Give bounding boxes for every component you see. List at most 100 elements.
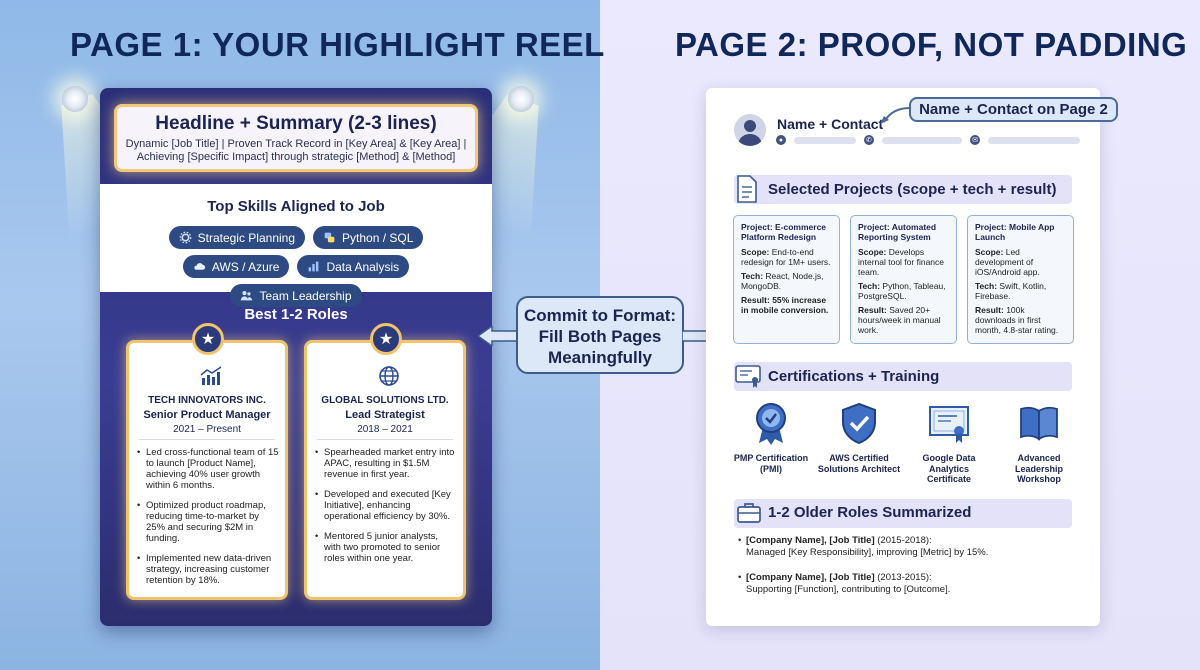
bar-chart-icon: [309, 261, 319, 272]
role-card: ★ GLOBAL SOLUTIONS LTD. Lead Strategist …: [304, 323, 466, 600]
globe-icon: [379, 366, 399, 386]
role-bullet: Led cross-functional team of 15 to launc…: [137, 447, 279, 491]
star-icon: ★: [192, 323, 224, 355]
briefcase-icon: [737, 503, 761, 523]
divider: [139, 439, 275, 440]
email-icon: ✉: [970, 135, 980, 145]
phone-icon: ✆: [864, 135, 874, 145]
role-years: 2021 – Present: [173, 424, 241, 435]
role-years: 2018 – 2021: [357, 424, 413, 435]
name-contact-callout: Name + Contact on Page 2: [909, 97, 1118, 122]
role-bullet: Implemented new data-driven strategy, in…: [137, 553, 279, 586]
certs-title: Certifications + Training: [768, 368, 940, 385]
project-result: Result: 100k downloads in first month, 4…: [975, 305, 1059, 335]
cloud-icon: [194, 263, 206, 270]
older-roles-title: 1-2 Older Roles Summarized: [768, 504, 972, 521]
role-card: ★ TECH INNOVATORS INC. Senior Product Ma…: [126, 323, 288, 600]
skill-label: Strategic Planning: [197, 230, 296, 245]
project-scope: Scope: Led development of iOS/Android ap…: [975, 247, 1040, 277]
project-scope: Scope: End-to-end redesign for 1M+ users…: [741, 247, 831, 267]
cert-label: Google Data Analytics Certificate: [922, 453, 976, 484]
contact-placeholder-bar: [988, 136, 1080, 144]
older-role-years: (2013-2015):: [877, 572, 932, 583]
role-title: Senior Product Manager: [143, 409, 271, 421]
cert-item: PMP Certification (PMI): [728, 401, 814, 474]
skill-chip: Team Leadership: [230, 284, 362, 307]
project-card: Project: E-commerce Platform Redesign Sc…: [733, 215, 840, 344]
project-tech: Tech: Swift, Kotlin, Firebase.: [975, 281, 1047, 301]
project-result: Result: 55% increase in mobile conversio…: [741, 295, 829, 315]
skill-label: Python / SQL: [342, 230, 414, 245]
older-role-head: [Company Name], [Job Title]: [746, 572, 875, 583]
commit-callout: Commit to Format: Fill Both Pages Meanin…: [516, 296, 684, 374]
avatar: [734, 114, 766, 146]
roles-title: Best 1-2 Roles: [244, 306, 348, 323]
cert-label: Advanced Leadership Workshop: [1014, 453, 1063, 484]
trend-chart-icon: [200, 366, 222, 385]
skill-label: AWS / Azure: [211, 259, 280, 274]
older-role-item: • [Company Name], [Job Title] (2013-2015…: [738, 572, 951, 595]
projects-section-bar: [734, 175, 1072, 204]
certificate-icon: [735, 365, 761, 388]
role-bullet: Spearheaded market entry into APAC, resu…: [315, 447, 457, 480]
headline-title: Headline + Summary (2-3 lines): [155, 113, 437, 134]
project-scope: Scope: Develops internal tool for financ…: [858, 247, 944, 277]
older-role-years: (2015-2018):: [877, 535, 932, 546]
project-result: Result: Saved 20+ hours/week in manual w…: [858, 305, 941, 335]
skill-label: Data Analysis: [326, 259, 400, 274]
older-role-text: Managed [Key Responsibility], improving …: [746, 547, 989, 558]
project-tech: Tech: React, Node.js, MongoDB.: [741, 271, 824, 291]
role-bullets: Led cross-functional team of 15 to launc…: [137, 447, 279, 595]
callout-arrow-icon: [880, 107, 911, 124]
role-bullet: Mentored 5 junior analysts, with two pro…: [315, 531, 457, 564]
project-title: Project: Mobile App Launch: [975, 222, 1055, 242]
older-role-text: Supporting [Function], contributing to […: [746, 584, 951, 595]
skills-section: Top Skills Aligned to Job Strategic Plan…: [100, 184, 492, 307]
skills-chips: Strategic Planning Python / SQL AWS / Az…: [100, 226, 492, 307]
certificate-icon: [929, 406, 969, 443]
project-title: Project: Automated Reporting System: [858, 222, 937, 242]
cert-label: PMP Certification (PMI): [733, 453, 809, 474]
location-icon: ●: [776, 135, 786, 145]
project-card: Project: Mobile App Launch Scope: Led de…: [967, 215, 1074, 344]
skills-title: Top Skills Aligned to Job: [207, 198, 385, 215]
project-card: Project: Automated Reporting System Scop…: [850, 215, 957, 344]
role-title: Lead Strategist: [345, 409, 425, 421]
contact-row: ● ✆ ✉: [776, 135, 1080, 145]
document-icon: [737, 175, 757, 203]
certs-section-bar: [734, 362, 1072, 391]
projects-title: Selected Projects (scope + tech + result…: [768, 181, 1057, 198]
gear-icon: [179, 231, 191, 244]
divider: [317, 439, 453, 440]
python-icon: [324, 232, 335, 243]
role-bullet: Optimized product roadmap, reducing time…: [137, 500, 279, 544]
page2-heading: PAGE 2: PROOF, NOT PADDING: [675, 26, 1188, 63]
cert-label: AWS Certified Solutions Architect: [817, 453, 901, 474]
star-icon: ★: [370, 323, 402, 355]
page1-heading: PAGE 1: YOUR HIGHLIGHT REEL: [70, 26, 605, 63]
people-icon: [241, 291, 253, 301]
spotlight-right-icon: [508, 86, 534, 112]
role-company: TECH INNOVATORS INC.: [148, 395, 266, 406]
page1-card: Headline + Summary (2-3 lines) Dynamic […: [100, 88, 492, 626]
headline-subtitle: Dynamic [Job Title] | Proven Track Recor…: [125, 138, 467, 163]
role-bullets: Spearheaded market entry into APAC, resu…: [315, 447, 457, 573]
contact-placeholder-bar: [794, 136, 856, 144]
older-role-item: • [Company Name], [Job Title] (2015-2018…: [738, 535, 989, 558]
role-bullet: Developed and executed [Key Initiative],…: [315, 489, 457, 522]
skill-label: Team Leadership: [259, 288, 352, 303]
skill-chip: AWS / Azure: [182, 255, 290, 278]
arrow-left-icon: [478, 326, 518, 346]
headline-summary-box: Headline + Summary (2-3 lines) Dynamic […: [114, 104, 478, 172]
contact-placeholder-bar: [882, 136, 962, 144]
skill-chip: Python / SQL: [313, 226, 424, 249]
skill-chip: Data Analysis: [297, 255, 410, 278]
skill-chip: Strategic Planning: [168, 226, 306, 249]
name-contact-label: Name + Contact: [777, 116, 884, 132]
shield-check-icon: [842, 402, 876, 445]
book-icon: [1020, 406, 1058, 441]
cert-item: Advanced Leadership Workshop: [996, 401, 1082, 485]
page2-card: Name + Contact ● ✆ ✉ Selected Projects (…: [706, 88, 1100, 626]
role-company: GLOBAL SOLUTIONS LTD.: [321, 395, 449, 406]
spotlight-left-icon: [62, 86, 88, 112]
